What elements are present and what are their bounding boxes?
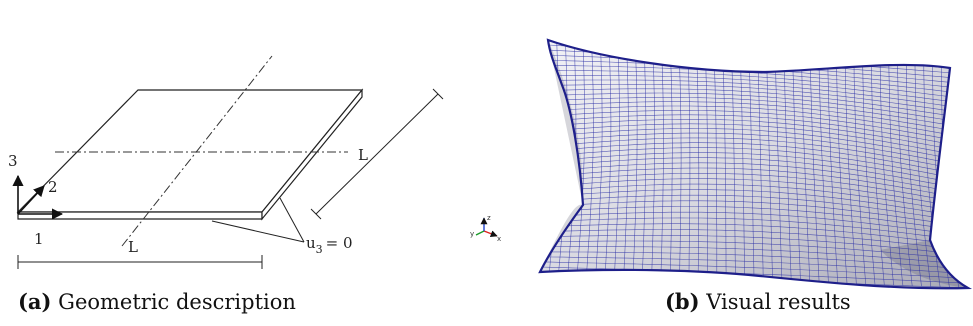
mesh-line — [541, 251, 966, 270]
mesh-line — [853, 61, 866, 285]
mesh-line — [548, 167, 956, 198]
length-label-bottom: L — [128, 238, 138, 256]
mesh-line — [548, 147, 955, 179]
plate-top-face — [16, 89, 364, 213]
mesh-line — [809, 58, 820, 283]
mesh-line — [548, 162, 956, 193]
mesh-line — [879, 63, 894, 286]
bc-leader-2 — [279, 197, 305, 243]
plate-front-edge — [17, 211, 263, 220]
mesh-line — [914, 65, 932, 287]
mesh-line — [783, 56, 792, 282]
mesh-line — [544, 217, 961, 241]
mesh-line — [862, 61, 876, 285]
axis-2-arrow — [17, 185, 45, 215]
mesh-line — [547, 183, 958, 212]
mesh-line — [766, 55, 773, 281]
mesh-line — [545, 206, 960, 231]
boundary-condition-label: u3= 0 — [306, 234, 353, 256]
caption-panel-b: (b) Visual results — [665, 289, 851, 314]
length-label-side: L — [358, 146, 368, 164]
caption-panel-a: (a) Geometric description — [18, 289, 296, 314]
mesh-line — [540, 261, 967, 279]
mesh-line — [792, 56, 801, 282]
dimension-line-side — [315, 93, 439, 215]
mesh-line — [548, 157, 955, 188]
mesh-line — [827, 59, 838, 284]
mesh-line — [540, 40, 550, 273]
mesh-line — [543, 235, 964, 255]
caption-a-tag: (a) — [18, 289, 52, 314]
mesh-line — [801, 57, 811, 283]
triad-z-label: z — [487, 214, 491, 222]
mesh-line — [774, 55, 783, 282]
mesh-line — [757, 54, 764, 281]
mesh-line — [544, 223, 962, 246]
mesh-line — [542, 246, 965, 265]
panel-b-mesh — [538, 38, 970, 290]
mesh-line — [949, 67, 968, 289]
panel-a-diagram: 1 2 3 L L u3= 0 — [8, 55, 444, 269]
mesh-line — [547, 178, 957, 207]
dimension-tick-side-low — [310, 208, 322, 220]
mesh-line — [543, 229, 963, 250]
triad-x-axis — [483, 230, 498, 238]
triad-x-label: x — [497, 235, 501, 243]
triad-y-label: y — [470, 230, 474, 238]
mesh-line — [888, 63, 904, 286]
axis-2-label: 2 — [48, 178, 58, 196]
mesh-line — [548, 152, 955, 184]
mesh-line — [897, 64, 913, 286]
plate-side-edge — [261, 88, 363, 221]
mesh-line — [542, 240, 964, 260]
caption-b-text: Visual results — [706, 290, 851, 314]
bc-leader-1 — [211, 220, 305, 243]
mesh-line — [871, 62, 885, 285]
mesh-line — [546, 200, 960, 227]
mesh-line — [546, 189, 958, 217]
mesh-grid — [540, 40, 968, 289]
triad-y-axis — [475, 230, 485, 236]
mesh-line — [906, 64, 922, 287]
mesh-line — [547, 173, 957, 203]
mesh-line — [836, 60, 848, 284]
dimension-tick-side-high — [432, 88, 444, 100]
mesh-line — [844, 60, 857, 284]
mesh-line — [545, 211, 961, 236]
mesh-line — [541, 256, 966, 274]
mesh-line — [546, 194, 959, 222]
axis-1-label: 1 — [34, 230, 44, 248]
caption-b-tag: (b) — [665, 289, 700, 314]
symmetry-line-2 — [121, 55, 273, 247]
caption-a-text: Geometric description — [58, 290, 296, 314]
mesh-line — [818, 58, 829, 283]
coordinate-triad: x y z — [470, 214, 501, 243]
axis-3-label: 3 — [8, 152, 18, 170]
